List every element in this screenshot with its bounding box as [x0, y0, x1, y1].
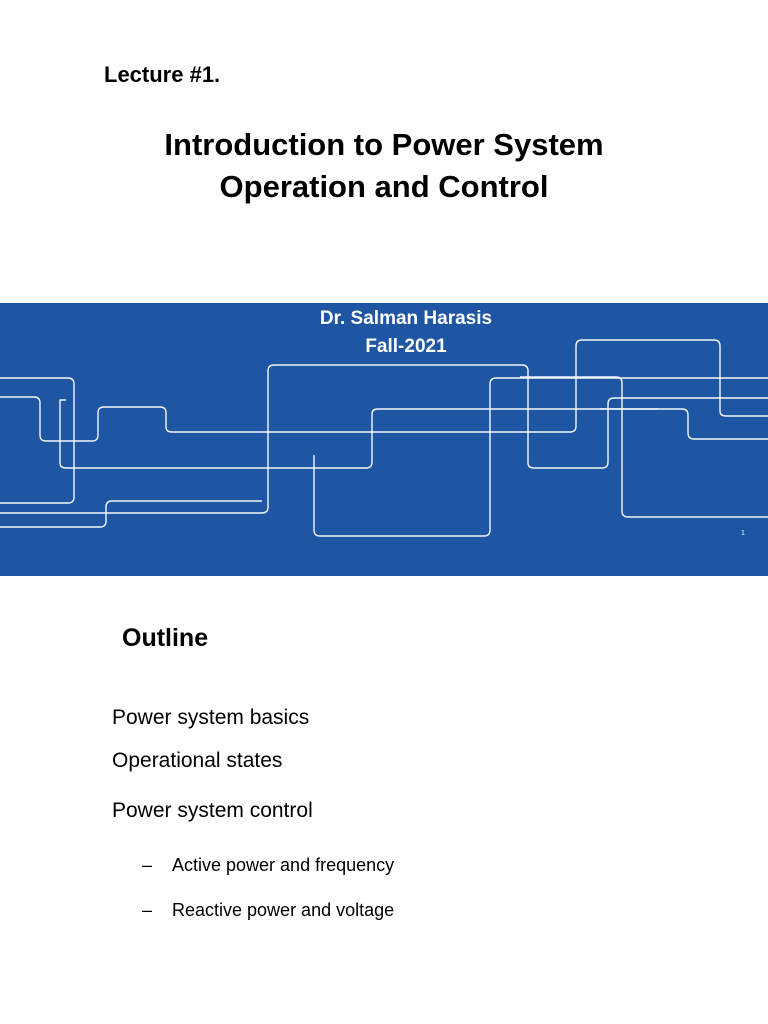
circuit-lines-decoration — [0, 339, 768, 537]
title-line-2: Operation and Control — [219, 169, 549, 204]
slide-number: 1 — [741, 530, 745, 537]
outline-sub-item: –Active power and frequency — [142, 852, 394, 878]
author-name: Dr. Salman Harasis — [319, 308, 493, 329]
dash-bullet: – — [142, 900, 153, 920]
term-label: Fall-2021 — [365, 336, 447, 357]
banner-text: Dr. Salman Harasis Fall-2021 — [0, 305, 768, 361]
sub-item-label: Active power and frequency — [172, 855, 395, 875]
title-line-1: Introduction to Power System — [164, 127, 604, 162]
page-title: Introduction to Power System Operation a… — [0, 124, 768, 208]
outline-item: Power system control — [112, 799, 313, 822]
outline-heading: Outline — [122, 624, 209, 652]
title-banner: Dr. Salman Harasis Fall-2021 1 — [0, 303, 768, 576]
sub-item-label: Reactive power and voltage — [172, 900, 395, 920]
lecture-label: Lecture #1. — [104, 62, 221, 87]
outline-sub-item: –Reactive power and voltage — [142, 897, 394, 923]
dash-bullet: – — [142, 855, 153, 875]
outline-item: Operational states — [112, 749, 283, 772]
outline-item: Power system basics — [112, 706, 310, 729]
